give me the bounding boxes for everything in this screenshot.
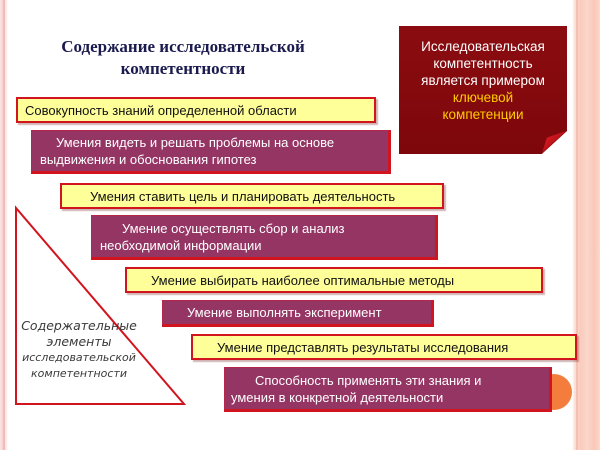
right-decorative-stripe — [572, 0, 600, 450]
callout-line-1: Исследовательская — [421, 39, 545, 54]
step-line-1: Умения видеть и решать проблемы на основ… — [56, 135, 335, 150]
step-line-2: выдвижения и обоснования гипотез — [40, 152, 257, 167]
callout-highlight-1: ключевой — [452, 90, 514, 105]
step-line-2: необходимой информации — [100, 237, 262, 253]
step-method-selection: Умение выбирать наиболее оптимальные мет… — [125, 267, 543, 293]
title-line-2: компетентности — [120, 59, 246, 78]
step-data-collection: Умение осуществлять сбор и анализ необхо… — [91, 215, 438, 260]
step-line-2: умения в конкретной деятельности — [231, 389, 444, 405]
triangle-label: Содержательные элементы исследовательско… — [14, 318, 144, 382]
step-goal-planning: Умения ставить цель и планировать деятел… — [60, 183, 444, 209]
step-text: Умение выполнять эксперимент — [187, 305, 382, 320]
triangle-label-line-4: компетентности — [31, 367, 127, 380]
step-knowledge: Совокупность знаний определенной области — [16, 97, 376, 123]
callout-highlight-2: компетенции — [442, 107, 524, 122]
step-presenting-results: Умение представлять результаты исследова… — [191, 334, 577, 360]
step-text: Совокупность знаний определенной области — [25, 102, 297, 118]
callout-line-3: является примером — [421, 73, 545, 88]
step-text: Умение выбирать наиболее оптимальные мет… — [151, 272, 455, 288]
left-decorative-stripe — [0, 0, 8, 450]
slide-title: Содержание исследовательской компетентно… — [28, 36, 338, 80]
step-line-1: Способность применять эти знания и — [255, 372, 482, 388]
step-text: Умение представлять результаты исследова… — [217, 339, 509, 355]
key-competence-callout: Исследовательская компетентность являетс… — [399, 26, 567, 154]
callout-line-2: компетентность — [433, 56, 533, 71]
step-text: Умения ставить цель и планировать деятел… — [90, 188, 396, 204]
triangle-label-line-3: исследовательской — [22, 351, 136, 364]
step-experiment: Умение выполнять эксперимент — [162, 300, 434, 327]
title-line-1: Содержание исследовательской — [61, 37, 305, 56]
step-problem-solving: Умения видеть и решать проблемы на основ… — [31, 130, 391, 174]
step-applying-knowledge: Способность применять эти знания и умени… — [224, 367, 552, 412]
step-line-1: Умение осуществлять сбор и анализ — [122, 220, 345, 236]
triangle-label-line-2: элементы — [46, 334, 112, 349]
triangle-label-line-1: Содержательные — [21, 318, 137, 333]
